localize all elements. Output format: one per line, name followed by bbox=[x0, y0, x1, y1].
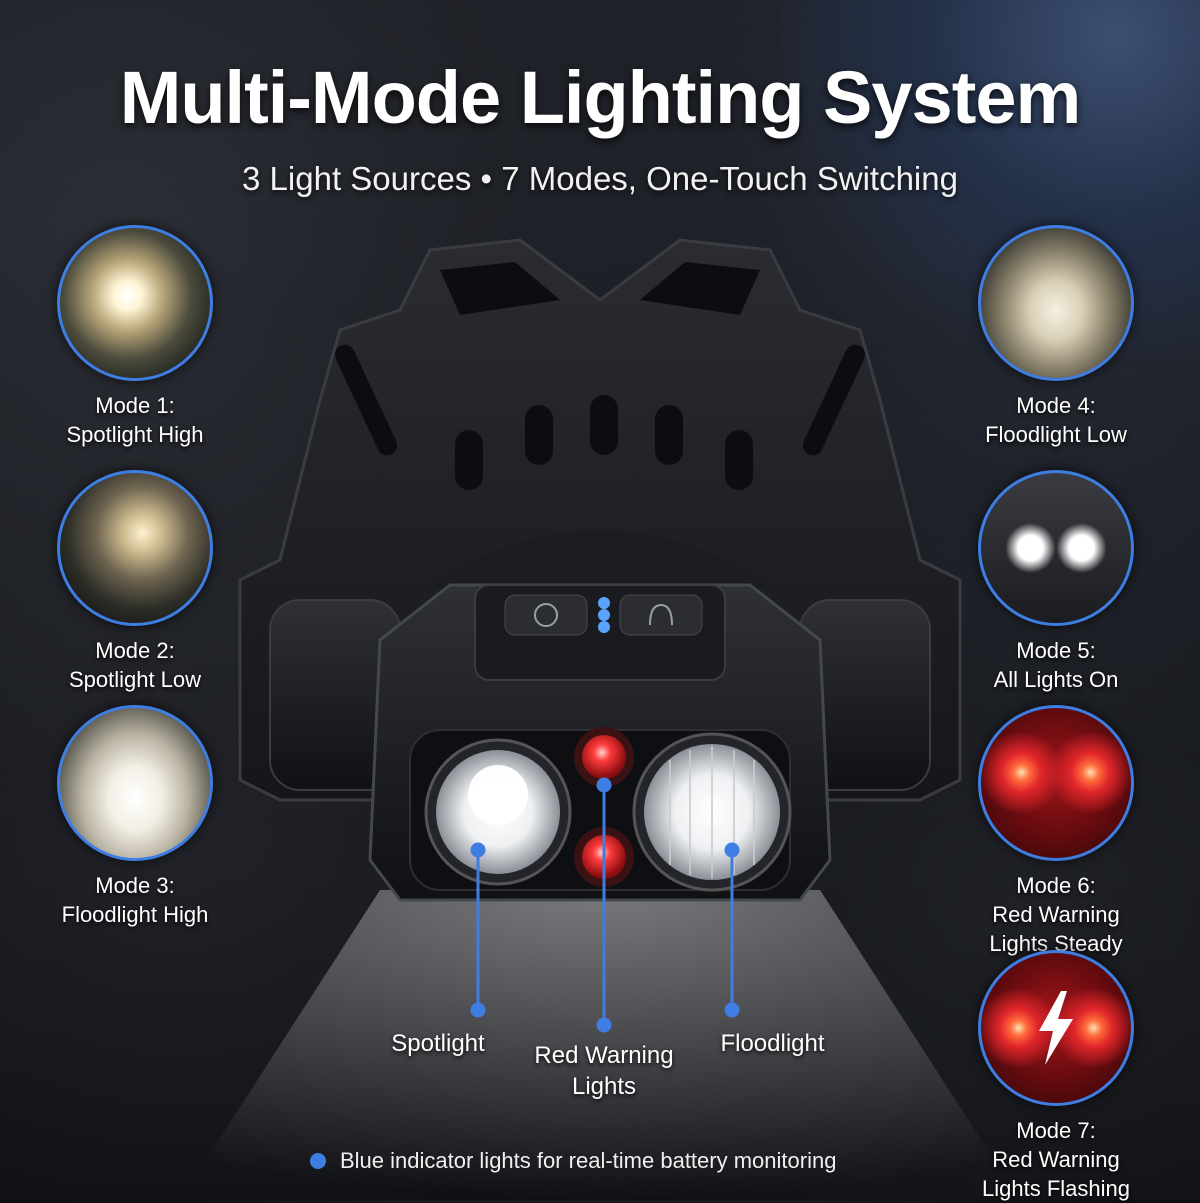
power-button[interactable] bbox=[504, 594, 588, 636]
mode-4-name: Floodlight Low bbox=[985, 422, 1127, 447]
mode-2-number: Mode 2: bbox=[95, 638, 175, 663]
mode-6-thumbnail bbox=[978, 705, 1134, 861]
footnote-text: Blue indicator lights for real-time batt… bbox=[340, 1148, 837, 1173]
lightning-flash-icon bbox=[1039, 991, 1073, 1065]
strap-slot bbox=[802, 344, 866, 456]
strap-slot bbox=[640, 262, 760, 315]
red-warning-light-top bbox=[582, 735, 626, 779]
mode-6-number: Mode 6: bbox=[1016, 873, 1096, 898]
mode-7-thumbnail bbox=[978, 950, 1134, 1106]
mode-6-name-line1: Red Warning bbox=[992, 902, 1120, 927]
mode-1-thumbnail bbox=[57, 225, 213, 381]
mode-1-number: Mode 1: bbox=[95, 393, 175, 418]
floodlight-callout-label: Floodlight bbox=[720, 1030, 825, 1057]
mode-6: Mode 6: Red Warning Lights Steady bbox=[966, 705, 1146, 958]
floodlight-callout: Floodlight bbox=[700, 1028, 845, 1059]
spotlight-callout-label: Spotlight bbox=[391, 1030, 485, 1057]
red-warning-callout: Red Warning Lights bbox=[514, 1040, 694, 1102]
battery-footnote: Blue indicator lights for real-time batt… bbox=[310, 1148, 836, 1174]
vent-slots bbox=[455, 395, 753, 490]
mode-7-name-line1: Red Warning bbox=[992, 1147, 1120, 1172]
mode-2-name: Spotlight Low bbox=[68, 667, 202, 692]
mode-1-name: Spotlight High bbox=[66, 422, 204, 447]
mode-5-thumbnail bbox=[978, 470, 1134, 626]
callout-lines bbox=[470, 777, 740, 1033]
spotlight-callout: Spotlight bbox=[368, 1028, 508, 1059]
mode-3: Mode 3: Floodlight High bbox=[45, 705, 225, 929]
red-warning-callout-line1: Red Warning bbox=[534, 1042, 674, 1069]
battery-indicator-lights bbox=[598, 597, 610, 633]
mode-3-name: Floodlight High bbox=[61, 902, 209, 927]
blue-dot-icon bbox=[310, 1153, 326, 1169]
mode-1: Mode 1: Spotlight High bbox=[45, 225, 225, 449]
light-beam bbox=[180, 890, 1020, 1200]
sensor-button[interactable] bbox=[619, 594, 703, 636]
mode-4-thumbnail bbox=[978, 225, 1134, 381]
hand-wave-icon bbox=[649, 603, 673, 626]
mode-2: Mode 2: Spotlight Low bbox=[45, 470, 225, 694]
strap-slot bbox=[334, 344, 398, 456]
page-title: Multi-Mode Lighting System bbox=[119, 56, 1082, 139]
mode-7-name-line2: Lights Flashing bbox=[982, 1176, 1130, 1201]
page-subtitle: 3 Light Sources • 7 Modes, One-Touch Swi… bbox=[242, 160, 958, 197]
power-icon bbox=[534, 603, 558, 627]
mode-5: Mode 5: All Lights On bbox=[966, 470, 1146, 694]
mode-7-number: Mode 7: bbox=[1016, 1118, 1096, 1143]
mount-dome bbox=[420, 530, 780, 590]
mode-4: Mode 4: Floodlight Low bbox=[966, 225, 1146, 449]
mode-7: Mode 7: Red Warning Lights Flashing bbox=[966, 950, 1146, 1203]
strap-slot bbox=[440, 262, 560, 315]
mode-3-thumbnail bbox=[57, 705, 213, 861]
red-warning-callout-line2: Lights bbox=[571, 1073, 637, 1100]
mode-5-number: Mode 5: bbox=[1016, 638, 1096, 663]
mode-4-number: Mode 4: bbox=[1016, 393, 1096, 418]
mode-2-thumbnail bbox=[57, 470, 213, 626]
mode-5-name: All Lights On bbox=[993, 667, 1119, 692]
mode-3-number: Mode 3: bbox=[95, 873, 175, 898]
